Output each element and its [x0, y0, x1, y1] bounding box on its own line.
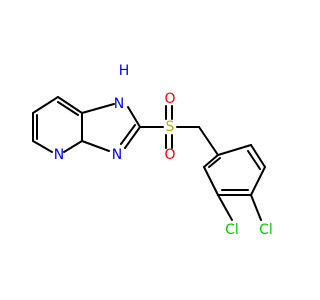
atom-labels: N N H N S O O Cl Cl: [54, 63, 273, 238]
imidazole-nitrogen-label: N: [112, 147, 122, 163]
bond: [57, 101, 79, 116]
bond: [127, 106, 141, 128]
bond: [57, 96, 83, 114]
bond: [250, 194, 262, 221]
bond: [63, 140, 83, 153]
molecule-diagram: N N H N S O O Cl Cl: [32, 63, 273, 238]
bond-group: [32, 96, 266, 221]
chlorine-right-label: Cl: [259, 222, 273, 238]
bond: [203, 166, 219, 196]
oxygen-top-label: O: [164, 91, 175, 107]
bond: [208, 157, 221, 168]
chlorine-left-label: Cl: [225, 222, 239, 238]
imidazole-nh-label: N: [114, 96, 124, 112]
pyridine-nitrogen-label: N: [54, 147, 64, 163]
bond: [32, 140, 53, 153]
bond: [217, 144, 252, 156]
bond: [81, 140, 110, 152]
bond: [120, 124, 136, 145]
imidazole-nh-hydrogen-label: H: [119, 63, 130, 79]
bond: [217, 194, 233, 221]
bond: [81, 103, 115, 114]
bond: [198, 126, 219, 156]
bond: [247, 150, 261, 170]
bond: [124, 126, 141, 149]
bond: [250, 166, 266, 196]
oxygen-bottom-label: O: [164, 147, 175, 163]
bond: [203, 154, 219, 168]
bond: [250, 144, 266, 168]
sulfur-label: S: [166, 119, 175, 135]
bond: [32, 96, 59, 114]
